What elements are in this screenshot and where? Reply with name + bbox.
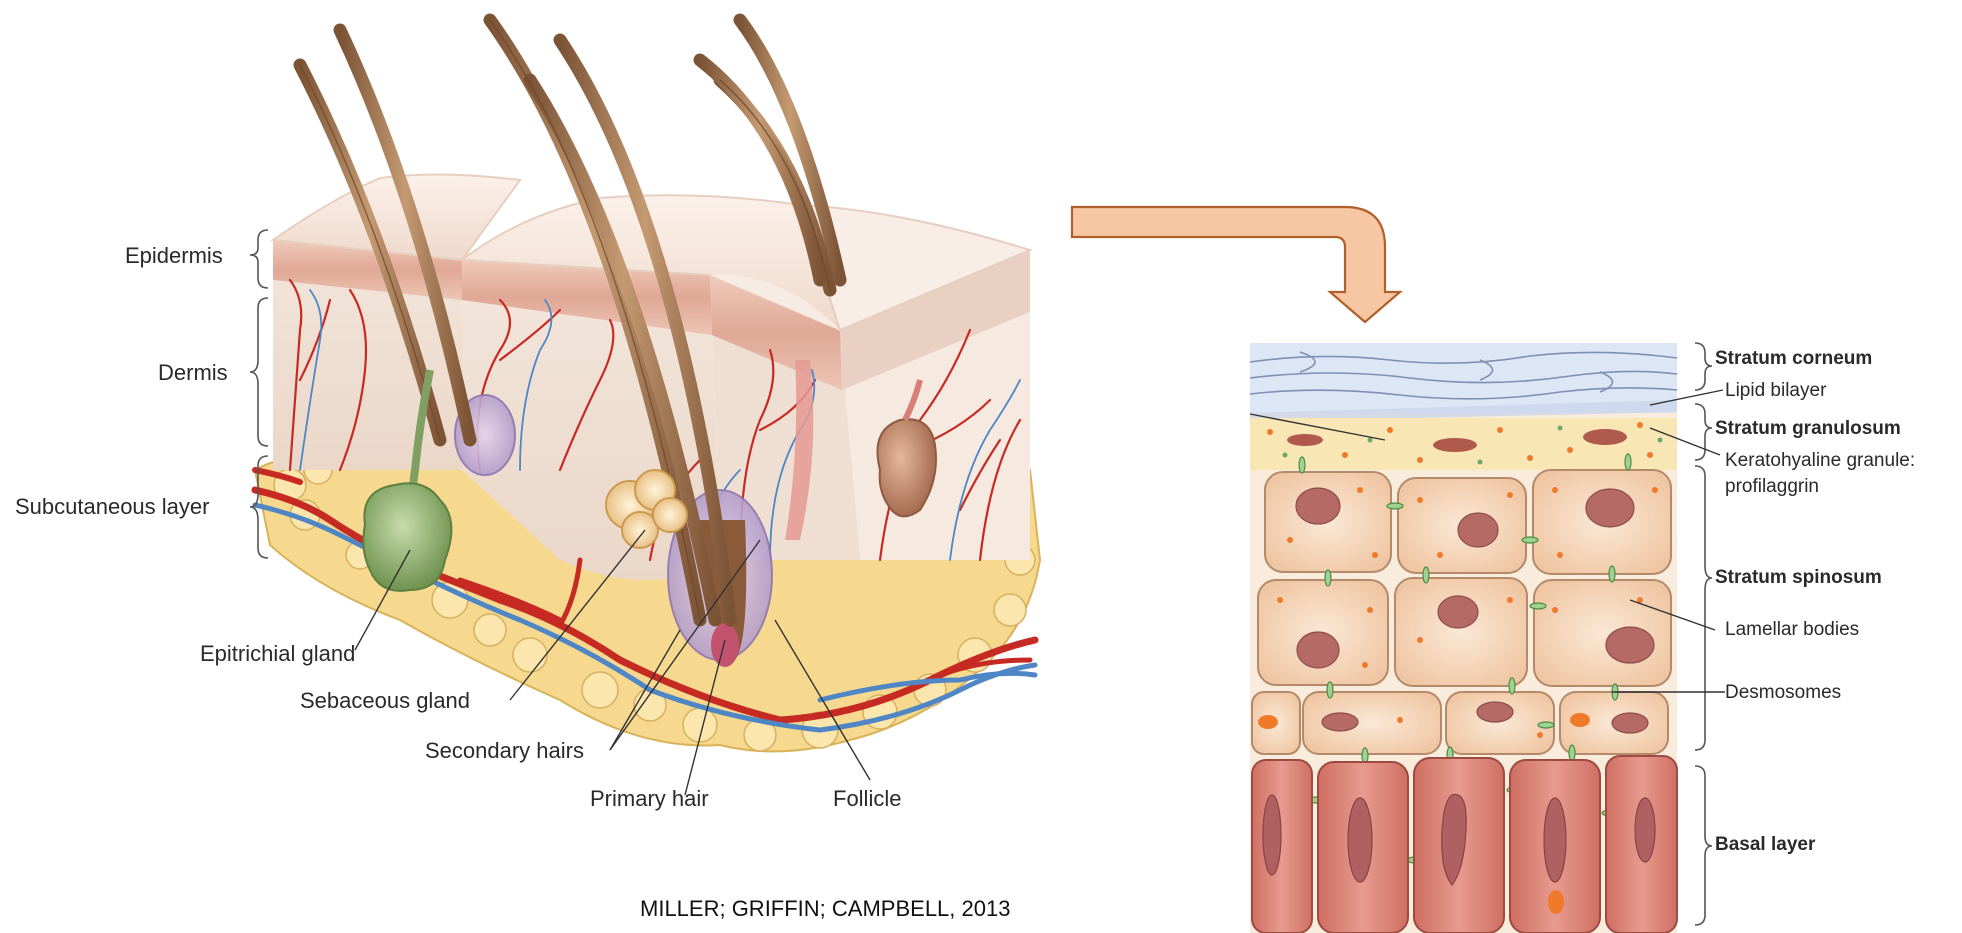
label-lipid-bilayer: Lipid bilayer [1725,380,1826,403]
label-dermis: Dermis [158,362,228,384]
label-sebaceous-gland: Sebaceous gland [300,690,470,712]
epidermis-section [1250,343,1677,933]
label-epidermis: Epidermis [125,245,223,267]
label-secondary-hairs: Secondary hairs [425,740,584,762]
right-braces [1695,343,1712,925]
label-primary-hair: Primary hair [590,788,709,810]
label-stratum-corneum: Stratum corneum [1715,348,1872,371]
skin-block [255,20,1040,751]
label-stratum-spinosum: Stratum spinosum [1715,567,1882,590]
label-keratohyaline-line1: Keratohyaline granule: [1725,450,1915,473]
label-basal-layer: Basal layer [1715,834,1815,857]
transition-arrow [1072,207,1400,322]
label-keratohyaline-line2: profilaggrin [1725,476,1819,499]
label-subcutaneous-layer: Subcutaneous layer [15,496,209,518]
label-desmosomes: Desmosomes [1725,682,1841,705]
label-epitrichial-gland: Epitrichial gland [200,643,355,665]
label-follicle: Follicle [833,788,901,810]
label-lamellar-bodies: Lamellar bodies [1725,619,1859,642]
label-stratum-granulosum: Stratum granulosum [1715,418,1901,441]
epitrichial-gland-body [363,483,451,591]
citation: MILLER; GRIFFIN; CAMPBELL, 2013 [640,896,1010,922]
